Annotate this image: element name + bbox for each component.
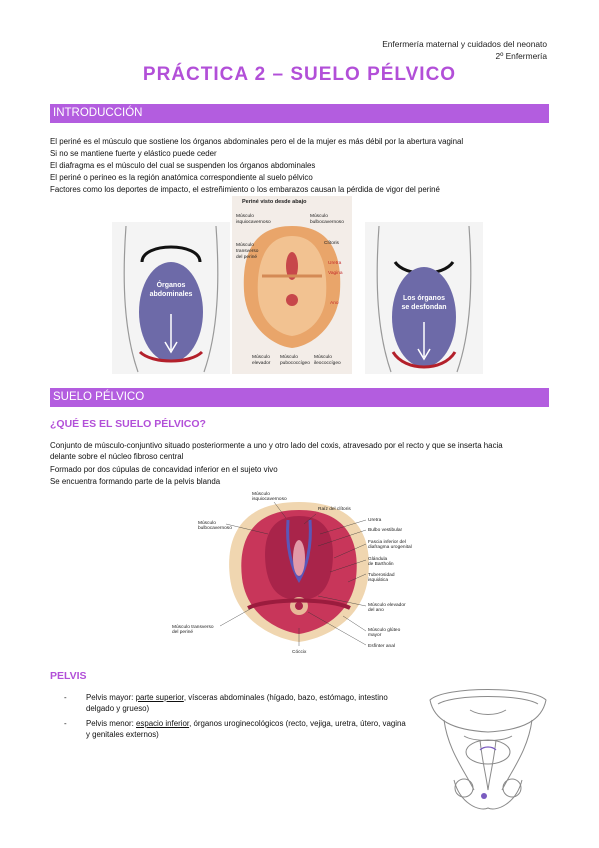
anat-raiz: Raíz del clítoris bbox=[318, 506, 351, 512]
course-name: Enfermería maternal y cuidados del neona… bbox=[382, 39, 547, 49]
document-header: Enfermería maternal y cuidados del neona… bbox=[382, 38, 547, 62]
bullet-dash: - bbox=[64, 693, 67, 702]
figure-strong-perineum: Órganos abdominales bbox=[112, 222, 230, 374]
pelvis-menor-post: , órganos uroginecológicos (recto, vejig… bbox=[86, 719, 406, 739]
anat-gluteo-1: Músculo glúteo bbox=[368, 627, 401, 633]
figure-pelvis-sketch bbox=[424, 680, 552, 818]
intro-line-4: El periné o perineo es la región anatómi… bbox=[50, 173, 313, 182]
anat-uretra: Uretra bbox=[368, 517, 382, 523]
pelvis-menor-pre: Pelvis menor: bbox=[86, 719, 136, 728]
fig-mid-elevador-2: elevador bbox=[252, 360, 271, 366]
anat-gluteo-2: mayor bbox=[368, 632, 382, 638]
page-title: PRÁCTICA 2 – SUELO PÉLVICO bbox=[142, 64, 457, 85]
fig-mid-isquio-1: Músculo bbox=[236, 213, 254, 219]
fig-mid-isquio-2: isquiocavernoso bbox=[236, 219, 271, 225]
fig-mid-elevador-1: Músculo bbox=[252, 354, 270, 360]
anat-elevador-1: Músculo elevador bbox=[368, 602, 406, 608]
intro-line-2: Si no se mantiene fuerte y elástico pued… bbox=[50, 149, 217, 158]
fig-mid-ileococ-2: ileococcígeo bbox=[314, 360, 341, 366]
anat-fascia-1: Fascia inferior del bbox=[368, 539, 406, 545]
pelvis-mayor-pre: Pelvis mayor: bbox=[86, 693, 136, 702]
section-bar-introduccion: INTRODUCCIÓN bbox=[50, 104, 549, 123]
anat-coxis: Cóccix bbox=[292, 649, 307, 655]
fig-mid-clitoris: Clítoris bbox=[324, 240, 340, 246]
anat-bulbovest: Bulbo vestibular bbox=[368, 527, 403, 533]
anat-bartholin-1: Glándula bbox=[368, 556, 388, 562]
fig-mid-uretra: Uretra bbox=[328, 260, 342, 266]
fig-mid-caption: Periné visto desde abajo bbox=[242, 199, 307, 205]
fig-mid-transverso-1: Músculo bbox=[236, 242, 254, 248]
anat-tuberosidad-1: Tuberosidad bbox=[368, 572, 395, 578]
fig-right-label-2: se desfondan bbox=[401, 304, 446, 311]
pelvis-menor-underlined: espacio inferior bbox=[136, 719, 190, 728]
fig-left-label-2: abdominales bbox=[150, 291, 193, 298]
anat-transverso-2: del periné bbox=[172, 629, 193, 635]
intro-line-1: El periné es el músculo que sostiene los… bbox=[50, 137, 464, 146]
suelo-line-2: Formado por dos cúpulas de concavidad in… bbox=[50, 465, 278, 474]
anat-elevador-2: del ano bbox=[368, 607, 384, 613]
fig-mid-pubococ-1: Músculo bbox=[280, 354, 298, 360]
subheading-que-es: ¿QUÉ ES EL SUELO PÉLVICO? bbox=[50, 418, 206, 430]
fig-mid-transverso-3: del periné bbox=[236, 254, 257, 260]
fig-mid-bulbo-2: bulbocavernoso bbox=[310, 219, 344, 225]
bullet-pelvis-mayor: - Pelvis mayor: parte superior, vísceras… bbox=[64, 692, 408, 714]
anat-esfinter: Esfínter anal bbox=[368, 643, 395, 649]
intro-line-3: El diafragma es el músculo del cual se s… bbox=[50, 161, 316, 170]
anat-bulbocav-2: bulbocavernoso bbox=[198, 525, 232, 531]
suelo-paragraph-1: Conjunto de músculo-conjuntivo situado p… bbox=[50, 441, 503, 461]
fig-right-label-1: Los órganos bbox=[403, 295, 445, 302]
section-bar-suelo-pelvico: SUELO PÉLVICO bbox=[50, 388, 549, 407]
anat-isquio-2: isquiocavernoso bbox=[252, 496, 287, 502]
anat-isquio-1: Músculo bbox=[252, 491, 270, 497]
fig-mid-transverso-2: transverso bbox=[236, 248, 259, 254]
course-year: 2º Enfermería bbox=[495, 51, 547, 61]
pelvis-mayor-post: , vísceras abdominales (hígado, bazo, es… bbox=[86, 693, 388, 713]
anat-bartholin-2: de Bartholin bbox=[368, 561, 394, 567]
figure-weak-perineum: Los órganos se desfondan bbox=[365, 222, 483, 374]
fig-mid-vagina: Vagina bbox=[328, 270, 343, 276]
figure-pelvic-floor-anatomy: Músculo isquiocavernoso Raíz del clítori… bbox=[168, 488, 430, 656]
anat-transverso-1: Músculo transverso bbox=[172, 624, 214, 630]
fig-mid-ileococ-1: Músculo bbox=[314, 354, 332, 360]
subheading-pelvis: PELVIS bbox=[50, 670, 87, 682]
anat-bulbocav-1: Músculo bbox=[198, 520, 216, 526]
bullet-pelvis-menor: - Pelvis menor: espacio inferior, órgano… bbox=[64, 718, 408, 740]
bullet-dash: - bbox=[64, 719, 67, 728]
anat-fascia-2: diafragma urogenital bbox=[368, 544, 412, 550]
fig-left-label-1: Órganos bbox=[157, 280, 186, 289]
anat-tuberosidad-2: isquiática bbox=[368, 577, 388, 583]
figure-perineum-below: Periné visto desde abajo Músculo isquioc… bbox=[232, 196, 352, 374]
fig-mid-bulbo-1: Músculo bbox=[310, 213, 328, 219]
intro-line-5: Factores como los deportes de impacto, e… bbox=[50, 185, 440, 194]
fig-mid-ano: Ano bbox=[330, 300, 339, 306]
fig-mid-pubococ-2: pubococcígeo bbox=[280, 360, 310, 366]
suelo-line-3: Se encuentra formando parte de la pelvis… bbox=[50, 477, 221, 486]
pelvis-mayor-underlined: parte superior bbox=[135, 693, 184, 702]
